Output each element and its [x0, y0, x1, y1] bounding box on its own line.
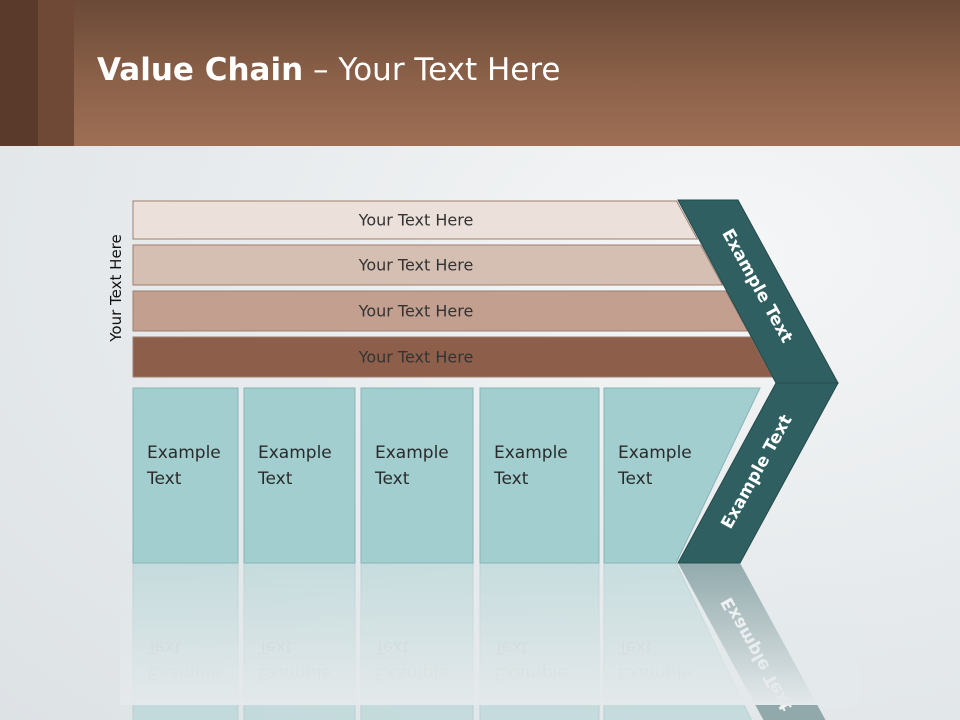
- example-box-label-line2: Text: [374, 469, 410, 489]
- title-bar: Value Chain – Your Text Here: [0, 0, 960, 146]
- value-bar-label: Your Text Here: [358, 348, 474, 367]
- value-bar-label: Your Text Here: [358, 211, 474, 230]
- example-box: [132, 387, 239, 564]
- example-box: [360, 387, 474, 564]
- value-bar: [132, 200, 699, 240]
- reflection-fade: [120, 565, 860, 705]
- example-box-label-line1: Example: [375, 443, 449, 463]
- example-box-label-line1: Example: [494, 443, 568, 463]
- value-bar-label: Your Text Here: [358, 256, 474, 275]
- example-box-label-line2: Text: [617, 469, 653, 489]
- header-accent-strip: [0, 0, 38, 146]
- title-rest: – Your Text Here: [303, 52, 561, 88]
- side-label: Your Text Here: [107, 234, 125, 342]
- title-bold: Value Chain: [97, 52, 304, 88]
- example-box-label-line1: Example: [258, 443, 332, 463]
- example-box-label-line2: Text: [493, 469, 529, 489]
- value-bar-label: Your Text Here: [358, 302, 474, 321]
- slide-title: Value Chain – Your Text Here: [97, 52, 560, 88]
- example-box-label-line2: Text: [146, 469, 182, 489]
- example-box: [479, 387, 600, 564]
- header-accent-strip: [38, 0, 74, 146]
- example-box: [243, 387, 356, 564]
- example-box: [603, 387, 761, 564]
- value-bar: [132, 290, 749, 332]
- example-box-label-line1: Example: [147, 443, 221, 463]
- example-box-label-line2: Text: [257, 469, 293, 489]
- example-box-label-line1: Example: [618, 443, 692, 463]
- value-bar: [132, 244, 724, 286]
- chevron-lower-arm: [677, 382, 839, 564]
